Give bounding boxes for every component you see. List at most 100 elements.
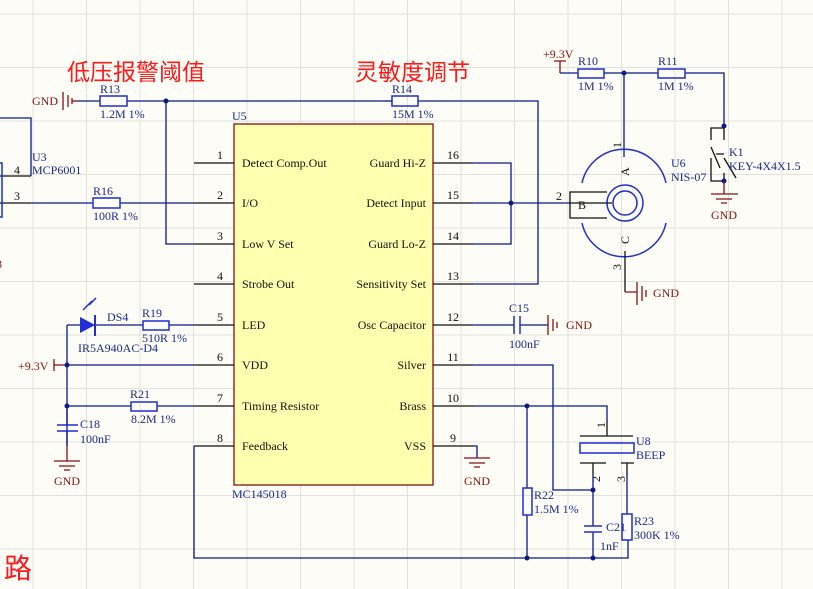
u5-right-pin-name: Silver (397, 358, 426, 372)
c21-ref: C21 (606, 520, 626, 534)
vcc-label-top: +9.3V (543, 47, 574, 61)
r22-resistor[interactable] (522, 487, 533, 516)
u5-left-pin-number: 5 (217, 310, 223, 324)
r19-resistor[interactable] (142, 320, 170, 331)
u3-body[interactable] (0, 162, 3, 218)
u5-left-pin-name: VDD (242, 358, 268, 372)
u6-pin3: 3 (610, 264, 624, 270)
u6-ref: U6 (671, 156, 686, 170)
u3-pin4: 4 (14, 163, 20, 177)
u5-right-pin-name: Guard Hi-Z (370, 156, 426, 170)
gnd-label-c18: GND (54, 474, 80, 488)
u6-sensor[interactable] (569, 148, 667, 258)
k1-ref: K1 (729, 145, 744, 159)
annotation-partial: 路 (4, 553, 32, 585)
u5-right-pin-number: 13 (447, 269, 459, 283)
gnd-label-vss: GND (464, 474, 490, 488)
u6-pin2: 2 (556, 189, 562, 203)
u3-ref: U3 (32, 150, 47, 164)
u5-right-pin-name: Osc Capacitor (358, 318, 426, 332)
r11-ref: R11 (658, 54, 678, 68)
partial-label: 8 (0, 257, 2, 271)
u5-right-pin-number: 16 (447, 148, 459, 162)
r23-resistor[interactable] (621, 513, 633, 541)
r13-resistor[interactable] (99, 95, 128, 107)
u5-left-pin-name: Timing Resistor (242, 399, 319, 413)
ds4-led-diode[interactable] (80, 317, 95, 333)
r13-ref: R13 (100, 82, 120, 96)
c18-ref: C18 (80, 417, 100, 431)
u5-left-pin-name: Feedback (242, 439, 288, 453)
r11-value: 1M 1% (658, 79, 694, 93)
u5-ref: U5 (232, 109, 247, 123)
c15-value: 100nF (509, 337, 540, 351)
k1-part: KEY-4X4X1.5 (729, 159, 801, 173)
r16-value: 100R 1% (93, 209, 138, 223)
ds4-ref: DS4 (107, 310, 128, 324)
u5-right-pin-name: VSS (404, 439, 426, 453)
r21-ref: R21 (130, 387, 150, 401)
u5-right-pin-number: 14 (447, 229, 459, 243)
u5-left-pin-number: 8 (217, 431, 223, 445)
u5-right-pin-name: Sensitivity Set (356, 277, 426, 291)
u6-b: B (578, 198, 586, 212)
u5-left-pin-number: 7 (217, 391, 223, 405)
gnd-label-u6: GND (653, 286, 679, 300)
gnd-label-k1: GND (711, 208, 737, 222)
r10-ref: R10 (578, 54, 598, 68)
r14-resistor[interactable] (391, 95, 419, 107)
r23-value: 300K 1% (634, 528, 680, 542)
r23-ref: R23 (634, 514, 654, 528)
annotation-sensitivity-adjust: 灵敏度调节 (355, 60, 470, 85)
u5-left-pin-name: LED (242, 318, 266, 332)
u3-part: MCP6001 (32, 163, 81, 177)
u5-left-pin-name: Low V Set (242, 237, 294, 251)
c21-value: 1nF (600, 539, 619, 553)
c18-value: 100nF (80, 432, 111, 446)
u5-left-pin-number: 4 (217, 269, 223, 283)
junction (163, 98, 169, 104)
u3-pin3: 3 (14, 189, 20, 203)
u5-left-pin-number: 1 (217, 148, 223, 162)
r22-ref: R22 (534, 488, 554, 502)
u5-right-pin-name: Brass (399, 399, 426, 413)
u5-right-pin-number: 15 (447, 188, 459, 202)
r10-resistor[interactable] (577, 68, 605, 79)
u8-ref: U8 (636, 434, 651, 448)
r16-resistor[interactable] (92, 197, 121, 209)
u5-ic-body[interactable] (233, 123, 434, 486)
u5-left-pin-name: Detect Comp.Out (242, 156, 327, 170)
gnd-label-r13: GND (32, 94, 58, 108)
r16-ref: R16 (93, 184, 113, 198)
annotation-low-voltage-alarm: 低压报警阈值 (67, 60, 205, 85)
u5-right-pin-name: Guard Lo-Z (368, 237, 426, 251)
r21-resistor[interactable] (130, 401, 158, 412)
gnd-r13 (62, 92, 78, 110)
vcc-label-left: +9.3V (18, 359, 49, 373)
u6-pin1: 1 (610, 142, 624, 148)
u8-beeper[interactable] (579, 442, 635, 454)
u5-left-pin-name: Strobe Out (242, 277, 295, 291)
u5-right-pin-number: 10 (447, 391, 459, 405)
k1-switch[interactable] (710, 127, 737, 182)
c21-capacitor[interactable] (584, 525, 602, 533)
u5-left-pin-number: 2 (217, 188, 223, 202)
u5-right-pin-number: 12 (447, 310, 459, 324)
u5-left-pin-number: 3 (217, 229, 223, 243)
u8-pin1: 1 (594, 422, 608, 428)
u5-right-pin-name: Detect Input (366, 196, 426, 210)
ds4-part: IR5A940AC-D4 (78, 341, 158, 355)
u8-part: BEEP (636, 448, 666, 462)
r13-value: 1.2M 1% (100, 107, 145, 121)
r14-ref: R14 (392, 82, 412, 96)
u5-right-pin-number: 11 (447, 350, 459, 364)
r11-resistor[interactable] (657, 68, 686, 79)
c15-capacitor[interactable] (513, 316, 521, 334)
u8-pin3: 3 (614, 476, 628, 482)
u5-part: MC145018 (232, 487, 287, 501)
r10-value: 1M 1% (578, 79, 614, 93)
